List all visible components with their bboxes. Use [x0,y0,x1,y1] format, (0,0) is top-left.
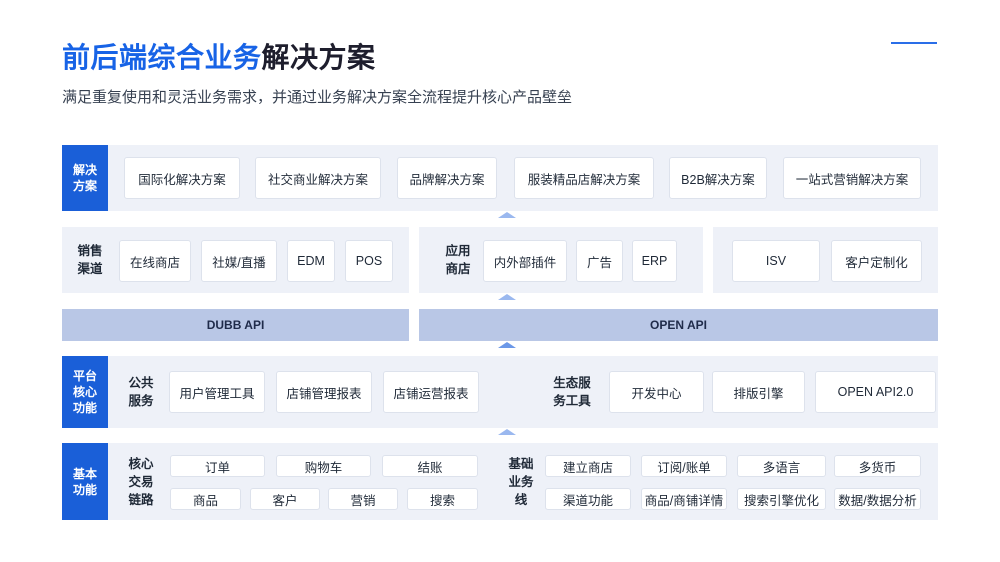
page-title: 前后端综合业务解决方案 [62,36,376,76]
solution-item: 社交商业解决方案 [255,157,381,199]
solution-item: 服装精品店解决方案 [514,157,654,199]
partner-item: ISV [732,240,820,282]
biz-line-item: 搜索引擎优化 [737,488,826,510]
platform-tag-label: 平台 核心 功能 [62,356,108,428]
biz-line-item: 数据/数据分析 [834,488,921,510]
basic-tag: 基本 功能 [62,443,108,520]
sales-channel-item: 在线商店 [119,240,191,282]
partner-item: 客户定制化 [831,240,922,282]
core-trade-item: 营销 [328,488,398,510]
sales-channel-label: 销售 渠道 [77,244,103,276]
biz-line-item: 建立商店 [545,455,631,477]
core-trade-item: 客户 [250,488,320,510]
eco-tools-item: 开发中心 [609,371,704,413]
app-store-item: 广告 [576,240,623,282]
solution-item: 国际化解决方案 [124,157,240,199]
title-highlight: 前后端综合业务 [62,42,262,73]
solution-item: 品牌解决方案 [397,157,497,199]
eco-tools-label: 生态服 务工具 [553,376,591,408]
public-service-item: 店铺管理报表 [276,371,372,413]
core-trade-label: 核心 交易 链路 [128,456,154,507]
core-trade-item: 订单 [170,455,265,477]
eco-tools-item: OPEN API2.0 [815,371,936,413]
core-trade-item: 搜索 [407,488,478,510]
sales-channel-item: POS [345,240,393,282]
up-arrow [419,429,595,437]
app-store-label: 应用 商店 [445,244,471,276]
up-arrow [419,294,595,302]
biz-line-item: 多语言 [737,455,826,477]
public-service-label: 公共 服务 [128,376,154,408]
biz-line-item: 订阅/账单 [641,455,727,477]
biz-line-label: 基础 业务 线 [508,456,534,507]
core-trade-item: 商品 [170,488,241,510]
app-store-item: 内外部插件 [483,240,567,282]
solution-item: B2B解决方案 [669,157,767,199]
solution-item: 一站式营销解决方案 [783,157,921,199]
core-trade-item: 购物车 [276,455,371,477]
dubb-api-bar: DUBB API [62,309,409,341]
public-service-item: 用户管理工具 [169,371,265,413]
public-service-item: 店铺运营报表 [383,371,479,413]
solutions-tag: 解决 方案 [62,145,108,211]
sales-channel-item: EDM [287,240,335,282]
up-arrow [419,212,595,220]
up-arrow [419,342,595,350]
open-api-bar: OPEN API [419,309,938,341]
title-rest: 解决方案 [261,42,376,73]
biz-line-item: 渠道功能 [545,488,631,510]
app-store-item: ERP [632,240,677,282]
platform-tag: 平台 核心 功能 [62,356,108,428]
solutions-tag-label: 解决 方案 [62,145,108,211]
eco-tools-item: 排版引擎 [712,371,805,413]
page-subtitle: 满足重复使用和灵活业务需求，并通过业务解决方案全流程提升核心产品壁垒 [62,89,573,106]
decorative-line [891,42,937,44]
biz-line-item: 商品/商铺详情 [641,488,727,510]
core-trade-item: 结账 [382,455,478,477]
biz-line-item: 多货币 [834,455,921,477]
basic-tag-label: 基本 功能 [62,443,108,520]
sales-channel-item: 社媒/直播 [201,240,277,282]
